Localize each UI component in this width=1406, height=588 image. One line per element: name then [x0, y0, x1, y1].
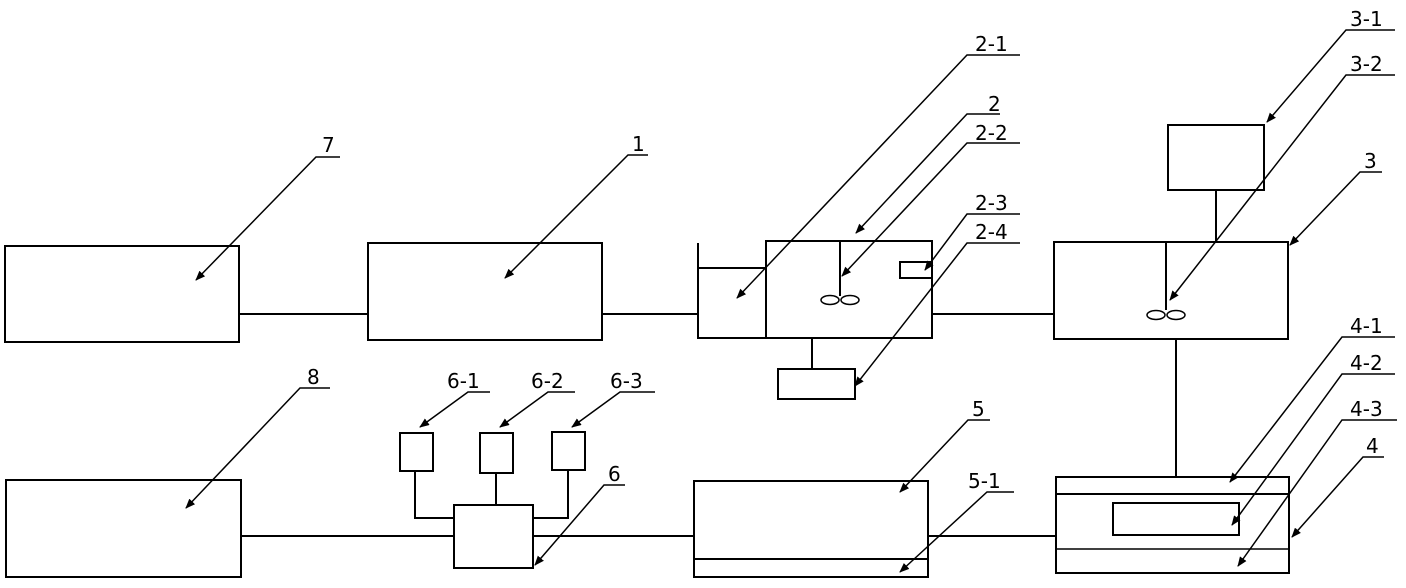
block-1 — [367, 242, 603, 341]
tank-2-1 — [697, 243, 766, 339]
block-6-3 — [551, 431, 586, 471]
leader-4-2 — [1231, 373, 1395, 526]
stirrer-blade-left-2-2 — [820, 294, 840, 306]
stirrer-blade-right-3-2 — [1166, 309, 1186, 321]
stirrer-blade-right-2-2 — [840, 294, 860, 306]
label-7: 7 — [322, 133, 335, 157]
stirrer-blade-left-3-2 — [1146, 309, 1166, 321]
label-2-4: 2-4 — [975, 220, 1008, 244]
labels: 7 1 2-1 2 2-2 2-3 2-4 3-1 3-2 3 4-1 4-2 … — [307, 7, 1383, 493]
leader-5-1 — [899, 491, 1014, 573]
leader-1 — [504, 154, 648, 279]
panel-4-2 — [1112, 502, 1240, 536]
block-3-1 — [1167, 124, 1265, 191]
label-3: 3 — [1364, 149, 1377, 173]
label-6-3: 6-3 — [610, 369, 643, 393]
leader-4-3 — [1237, 419, 1397, 567]
mixing-chamber-2 — [765, 240, 933, 339]
block-6-2 — [479, 432, 514, 474]
block-5 — [693, 480, 929, 578]
connector-6-3-6 — [533, 470, 569, 519]
leader-7 — [195, 156, 340, 281]
label-2: 2 — [988, 92, 1001, 116]
block-6-1 — [399, 432, 434, 472]
label-6-2: 6-2 — [531, 369, 564, 393]
label-6-1: 6-1 — [447, 369, 480, 393]
leader-2-3 — [924, 213, 1020, 271]
leader-3-1 — [1266, 29, 1395, 123]
leader-2-4 — [854, 242, 1020, 387]
leader-3 — [1289, 171, 1382, 246]
label-5: 5 — [972, 397, 985, 421]
leader-4 — [1291, 456, 1384, 538]
label-3-2: 3-2 — [1350, 52, 1383, 76]
leader-2 — [855, 113, 1000, 234]
block-3 — [1053, 241, 1289, 340]
label-1: 1 — [632, 132, 645, 156]
block-2 — [697, 240, 933, 400]
leader-8 — [185, 387, 330, 509]
label-3-1: 3-1 — [1350, 7, 1383, 31]
label-4-3: 4-3 — [1350, 397, 1383, 421]
label-8: 8 — [307, 365, 320, 389]
leader-5 — [899, 419, 990, 493]
sensor-2-3 — [899, 261, 933, 279]
leader-4-1 — [1229, 336, 1395, 483]
label-2-1: 2-1 — [975, 32, 1008, 56]
block-8 — [5, 479, 242, 578]
block-4 — [1055, 476, 1290, 574]
leader-2-2 — [841, 142, 1020, 277]
connector-6-1-6 — [414, 471, 454, 519]
block-7 — [4, 245, 240, 343]
label-4: 4 — [1366, 434, 1379, 458]
label-2-3: 2-3 — [975, 191, 1008, 215]
leader-6-2 — [499, 391, 575, 428]
leader-3-2 — [1169, 74, 1395, 301]
leader-2-1 — [736, 54, 1020, 299]
block-2-4 — [777, 368, 856, 400]
leader-6-1 — [419, 391, 490, 428]
label-2-2: 2-2 — [975, 121, 1008, 145]
label-4-1: 4-1 — [1350, 314, 1383, 338]
leader-lines — [185, 29, 1397, 573]
leader-6-3 — [571, 391, 655, 428]
block-6 — [453, 504, 534, 569]
label-4-2: 4-2 — [1350, 351, 1383, 375]
label-5-1: 5-1 — [968, 469, 1001, 493]
label-6: 6 — [608, 462, 621, 486]
leader-6 — [534, 484, 625, 566]
